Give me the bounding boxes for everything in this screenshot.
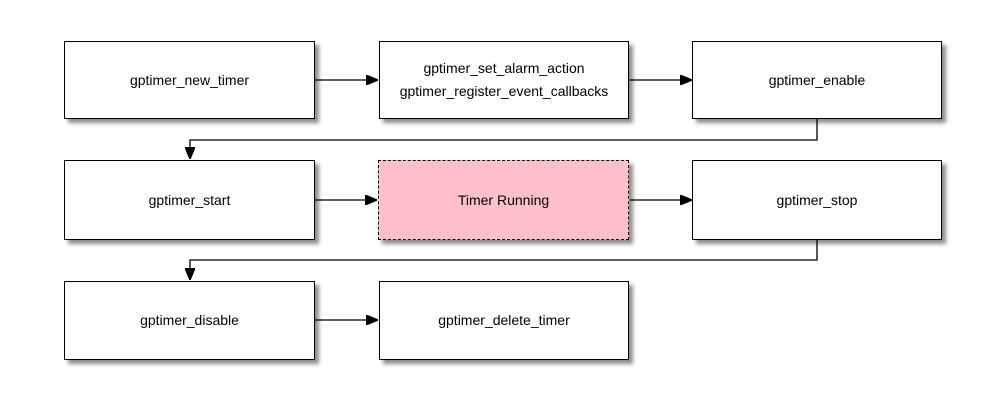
node-gptimer-set-alarm-action: gptimer_set_alarm_action gptimer_registe… [379, 41, 629, 119]
node-label-line2: gptimer_register_event_callbacks [399, 83, 609, 99]
connector-stop-to-disable [190, 240, 818, 279]
node-label: gptimer_start [148, 191, 231, 208]
connector-enable-to-start [190, 119, 818, 158]
node-label: gptimer_stop [776, 191, 858, 208]
node-gptimer-delete-timer: gptimer_delete_timer [379, 281, 629, 360]
node-label: gptimer_enable [768, 71, 866, 88]
node-gptimer-new-timer: gptimer_new_timer [64, 41, 315, 119]
node-label-line1: gptimer_set_alarm_action [423, 60, 585, 76]
node-timer-running: Timer Running [378, 160, 629, 240]
node-gptimer-stop: gptimer_stop [692, 160, 942, 240]
node-gptimer-start: gptimer_start [64, 160, 315, 240]
node-label: Timer Running [457, 191, 550, 208]
node-label: gptimer_new_timer [129, 71, 250, 88]
node-label: gptimer_disable [140, 312, 239, 328]
node-label: gptimer_delete_timer [438, 312, 570, 328]
node-gptimer-disable: gptimer_disable [64, 281, 315, 360]
node-gptimer-enable: gptimer_enable [692, 41, 942, 119]
